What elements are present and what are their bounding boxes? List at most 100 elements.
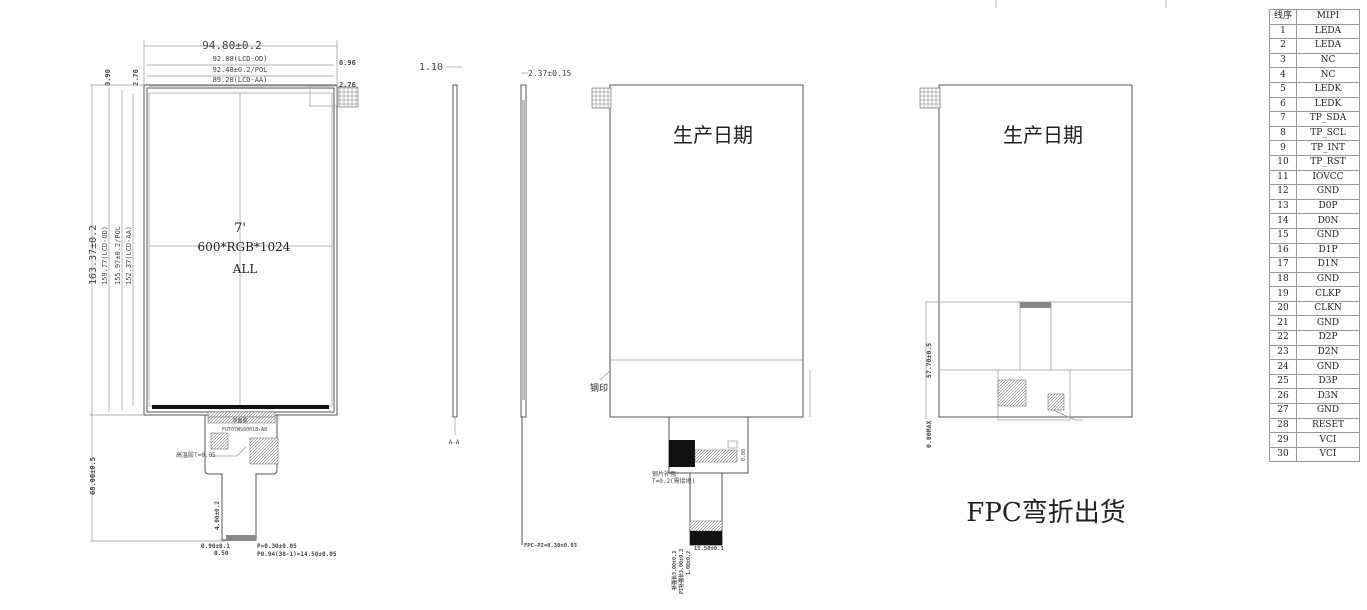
pin-number: 7 xyxy=(1269,111,1297,127)
dim-stiffener-length: 补强长3.00±0.3 xyxy=(671,551,678,591)
pin-number: 16 xyxy=(1269,242,1297,259)
pin-number: 17 xyxy=(1269,257,1297,273)
pin-signal: TP_RST xyxy=(1296,154,1360,171)
dim-width-total: 94.80±0.2 xyxy=(202,39,262,52)
dim-pi-stiffener-length: PI补强长3.00±0.3 xyxy=(678,549,685,594)
qr-grid-icon xyxy=(337,86,359,108)
dim-finger-width: 15.50±0.1 xyxy=(694,546,724,552)
date-code-label: 生产日期 xyxy=(1003,123,1083,147)
dim-max-thickness: 0.80MAX xyxy=(925,421,933,448)
pin-number: 24 xyxy=(1269,359,1297,375)
pin-signal: LEDA xyxy=(1296,38,1360,54)
dim-height-pol: 155.97±0.2/POL xyxy=(114,226,122,285)
dim-width-aa: 89.28(LCD-AA) xyxy=(213,76,268,84)
dim-finger-length: 4.00±0.2 xyxy=(214,501,221,530)
pin-signal: GND xyxy=(1296,403,1360,419)
dim-width-od: 92.88(LCD-OD) xyxy=(213,55,268,63)
dim-width-pol: 92.48±0.2/POL xyxy=(213,66,268,74)
pin-signal: D3P xyxy=(1296,373,1360,390)
pin-signal: LEDK xyxy=(1296,96,1360,113)
pin-number: 5 xyxy=(1269,81,1297,98)
dim-finger-offset-1: 0.90±0.1 xyxy=(201,543,230,550)
pin-signal: D2N xyxy=(1296,344,1360,361)
pin-signal: TP_SCL xyxy=(1296,125,1360,142)
dim-right-offset-1: 0.96 xyxy=(339,59,356,67)
pin-signal: D0N xyxy=(1296,213,1360,229)
stiffener-note: 高温胶T=0.05 xyxy=(176,451,216,459)
fpc-tape-label: 单面胶 xyxy=(232,417,247,424)
qr-grid-icon xyxy=(919,87,941,109)
stamp-label: 钢印 xyxy=(590,382,608,394)
pin-signal: GND xyxy=(1296,227,1360,244)
header-no: 线序 xyxy=(1269,9,1297,25)
pin-signal: TP_SDA xyxy=(1296,111,1360,127)
dim-pin-width: P=0.30±0.05 xyxy=(257,543,297,550)
dim-top-offset-2: 2.70 xyxy=(132,69,140,86)
pin-number: 26 xyxy=(1269,388,1297,405)
pin-number: 27 xyxy=(1269,403,1297,419)
pin-signal: GND xyxy=(1296,184,1360,200)
dim-height-od: 159.77(LCD-OD) xyxy=(101,226,109,285)
pin-signal: VCI xyxy=(1296,446,1360,463)
pin-number: 14 xyxy=(1269,213,1297,229)
pin-number: 20 xyxy=(1269,300,1297,317)
pin-signal: VCI xyxy=(1296,432,1360,448)
view-label: ALL xyxy=(232,262,258,276)
pin-signal: RESET xyxy=(1296,417,1360,434)
steel-stiffener xyxy=(669,440,695,467)
header-name: MIPI xyxy=(1296,9,1360,25)
pin-signal: D3N xyxy=(1296,388,1360,405)
dim-fpc-length: 68.00±0.5 xyxy=(89,457,97,495)
pin-number: 6 xyxy=(1269,96,1297,113)
dim-height-total: 163.37±0.2 xyxy=(88,225,99,285)
pin-number: 8 xyxy=(1269,125,1297,142)
pin-number: 10 xyxy=(1269,154,1297,171)
size-label: 7' xyxy=(234,221,246,236)
pin-signal: LEDA xyxy=(1296,23,1360,40)
front-view: 7' 600*RGB*1024 ALL 94.80±0.2 92.88(LCD-… xyxy=(88,39,359,558)
dim-bend-height: 57.70±0.5 xyxy=(925,343,933,378)
pin-number: 28 xyxy=(1269,417,1297,434)
pin-number: 15 xyxy=(1269,227,1297,244)
pin-number: 30 xyxy=(1269,446,1297,463)
pin-number: 3 xyxy=(1269,52,1297,69)
date-code-label: 生产日期 xyxy=(673,123,753,147)
pin-number: 29 xyxy=(1269,432,1297,448)
pin-signal: GND xyxy=(1296,359,1360,375)
stiffener-pad xyxy=(249,437,279,465)
pin-number: 1 xyxy=(1269,23,1297,40)
back-view-1: 生产日期 钢印 钢片补强 T=0.2(需接地) 0.80 15.50±0.1 补… xyxy=(590,84,811,594)
ic-chip xyxy=(210,432,229,450)
dim-finger-offset-2: 0.50 xyxy=(214,550,229,557)
qr-grid-icon xyxy=(591,87,612,109)
dim-fpc-thickness: FPC-PI=0.30±0.03 xyxy=(524,543,577,549)
dim-thickness-1: 1.10 xyxy=(419,62,443,73)
pin-number: 13 xyxy=(1269,198,1297,215)
dim-thickness-2: 2.37±0.15 xyxy=(528,69,572,78)
stiffener-thickness: T=0.2(需接地) xyxy=(652,477,695,485)
pin-number: 25 xyxy=(1269,373,1297,390)
